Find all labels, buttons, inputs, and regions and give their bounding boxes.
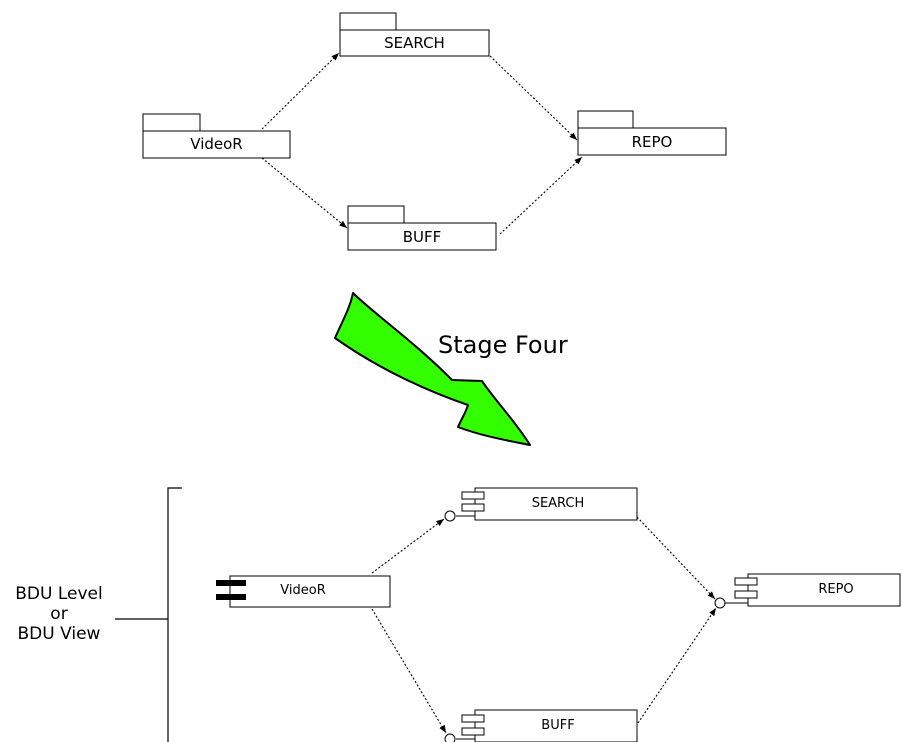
dependency-videor-buff-bottom (371, 608, 447, 734)
stage-label: Stage Four (438, 331, 568, 359)
package-label-buff: BUFF (402, 228, 442, 246)
package-label-repo: REPO (631, 133, 673, 151)
interface-buff (444, 733, 456, 742)
package-repo (577, 110, 727, 156)
dependency-videor-buff (261, 157, 348, 229)
package-buff (347, 205, 497, 251)
interface-repo (714, 597, 726, 609)
package-label-search: SEARCH (384, 34, 445, 52)
bdu-bracket (115, 487, 182, 742)
dependency-buff-repo (499, 156, 583, 235)
package-label-videor: VideoR (190, 135, 243, 153)
interface-search (444, 510, 456, 522)
stage-transition-arrow (334, 292, 531, 446)
package-videor (142, 113, 291, 159)
dependency-search-repo (489, 55, 578, 141)
component-videor (216, 575, 391, 608)
dependency-videor-search (261, 52, 340, 130)
dependency-videor-search-bottom (371, 518, 445, 574)
bdu-side-label-line2: or (50, 604, 68, 624)
dependency-search-repo-bottom (636, 516, 716, 600)
component-label-videor: VideoR (280, 583, 326, 598)
component-repo (734, 573, 901, 607)
component-label-repo: REPO (818, 582, 854, 597)
dependency-buff-repo-bottom (637, 607, 717, 724)
package-search (339, 12, 490, 57)
bdu-side-label: BDU Level or BDU View (4, 584, 114, 644)
component-search (461, 487, 638, 521)
bdu-side-label-line3: BDU View (17, 624, 101, 644)
component-label-search: SEARCH (531, 496, 585, 511)
component-label-buff: BUFF (541, 718, 575, 733)
component-buff (461, 709, 638, 742)
bdu-side-label-line1: BDU Level (15, 584, 103, 604)
